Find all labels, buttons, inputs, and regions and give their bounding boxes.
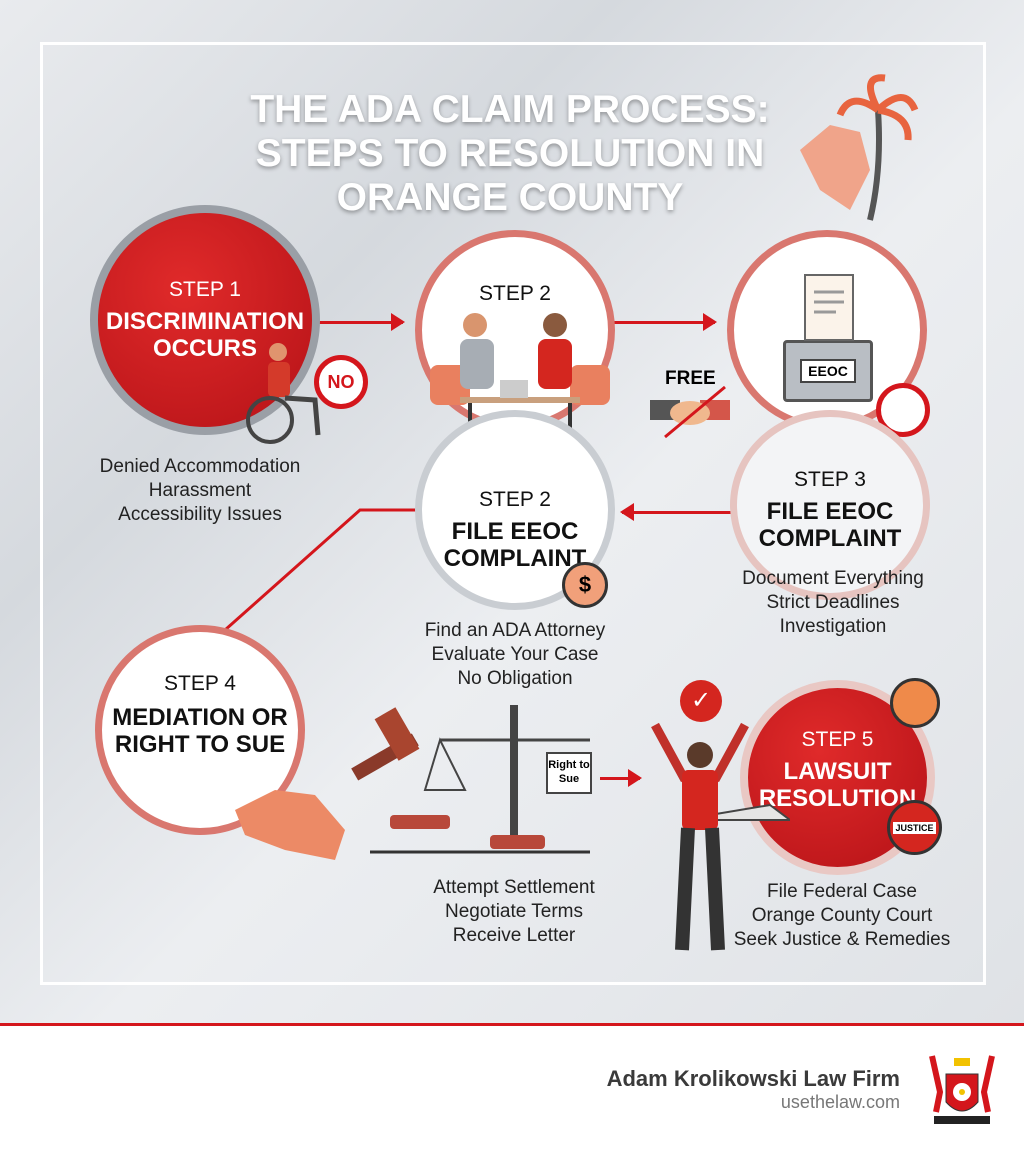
arrow-step2-to-step3 xyxy=(612,313,717,331)
step1-circle: STEP 1 DISCRIMINATION OCCURS xyxy=(90,205,320,435)
step-label: STEP 5 xyxy=(801,728,874,751)
step1-description: Denied Accommodation Harassment Accessib… xyxy=(70,455,330,527)
award-ribbon-icon xyxy=(890,678,940,728)
step-name: DISCRIMINATION xyxy=(105,308,305,335)
no-sign-icon: NO xyxy=(314,355,368,409)
frame-border xyxy=(40,42,986,985)
step4-circle: STEP 4 MEDIATION OR RIGHT TO SUE xyxy=(95,625,305,835)
list-item: Attempt Settlement xyxy=(433,877,595,898)
list-item: Receive Letter xyxy=(452,925,576,946)
dollar-coin-icon: $ xyxy=(562,562,608,608)
checkmark-badge-icon: ✓ xyxy=(680,680,722,722)
step-label: STEP 2 xyxy=(479,488,551,511)
step-name: FILE EEOC xyxy=(766,498,894,525)
list-item: Document Everything xyxy=(742,568,924,589)
list-item: Accessibility Issues xyxy=(118,504,282,525)
connector-line-step2-to-step4 xyxy=(224,508,417,632)
step5-description: File Federal Case Orange County Court Se… xyxy=(712,880,972,952)
eeoc-label: EEOC xyxy=(800,359,856,383)
step4-description: Attempt Settlement Negotiate Terms Recei… xyxy=(384,876,644,948)
list-item: Orange County Court xyxy=(751,905,933,926)
list-item: No Obligation xyxy=(457,668,573,689)
step-label: STEP 4 xyxy=(164,672,236,695)
arrow-step4-to-step5 xyxy=(600,769,642,787)
list-item: Investigation xyxy=(779,616,887,637)
step-name: MEDIATION OR xyxy=(112,704,288,731)
palm-tree-map-icon xyxy=(800,74,919,221)
step-name: RESOLUTION xyxy=(758,785,917,812)
title-line: THE ADA CLAIM PROCESS: xyxy=(250,88,770,131)
footer-divider xyxy=(0,1023,1024,1026)
firm-name: Adam Krolikowski Law Firm xyxy=(606,1066,900,1091)
right-to-sue-document: Right to Sue xyxy=(546,752,592,794)
step-name: RIGHT TO SUE xyxy=(114,731,286,758)
list-item: Negotiate Terms xyxy=(445,901,583,922)
step-name: LAWSUIT xyxy=(783,758,892,785)
step-name: FILE EEOC xyxy=(451,518,579,545)
page-title: THE ADA CLAIM PROCESS: STEPS TO RESOLUTI… xyxy=(150,88,870,220)
step-label: STEP 2 xyxy=(479,282,551,305)
firm-crest-logo xyxy=(929,1055,995,1124)
celebrating-person-courthouse-icon xyxy=(651,722,790,951)
step3-circle: STEP 3 FILE EEOC COMPLAINT xyxy=(730,410,930,600)
list-item: Seek Justice & Remedies xyxy=(733,929,951,950)
document-icon xyxy=(804,274,854,341)
attorney-meeting-icon xyxy=(430,313,610,455)
step-label: STEP 3 xyxy=(794,468,866,491)
list-item: Strict Deadlines xyxy=(766,592,900,613)
wheelchair-user-icon xyxy=(246,343,321,444)
title-line: ORANGE COUNTY xyxy=(336,176,684,219)
step-name: COMPLAINT xyxy=(443,545,587,572)
title-line: STEPS TO RESOLUTION IN xyxy=(255,132,765,175)
justice-label: JUSTICE xyxy=(893,821,936,834)
list-item: File Federal Case xyxy=(767,881,917,902)
firm-url: usethelaw.com xyxy=(780,1092,900,1112)
step3-description: Document Everything Strict Deadlines Inv… xyxy=(703,567,963,639)
list-item: Denied Accommodation xyxy=(99,456,301,477)
step-label: STEP 1 xyxy=(169,278,241,301)
step2-description: Find an ADA Attorney Evaluate Your Case … xyxy=(385,619,645,691)
free-label: FREE xyxy=(665,368,716,389)
crossed-handshake-icon xyxy=(650,385,730,439)
list-item: Evaluate Your Case xyxy=(431,644,599,665)
arrow-step3-to-step2 xyxy=(620,503,732,521)
list-item: Harassment xyxy=(148,480,252,501)
arrow-step1-to-step2 xyxy=(318,313,405,331)
eeoc-file-box-icon: EEOC xyxy=(783,340,873,402)
justice-badge-icon: JUSTICE xyxy=(887,800,942,855)
step-name: OCCURS xyxy=(152,335,257,362)
step-name: COMPLAINT xyxy=(758,525,902,552)
list-item: Find an ADA Attorney xyxy=(424,620,606,641)
gavel-and-scales-icon xyxy=(351,705,590,854)
california-map-icon xyxy=(235,790,345,860)
